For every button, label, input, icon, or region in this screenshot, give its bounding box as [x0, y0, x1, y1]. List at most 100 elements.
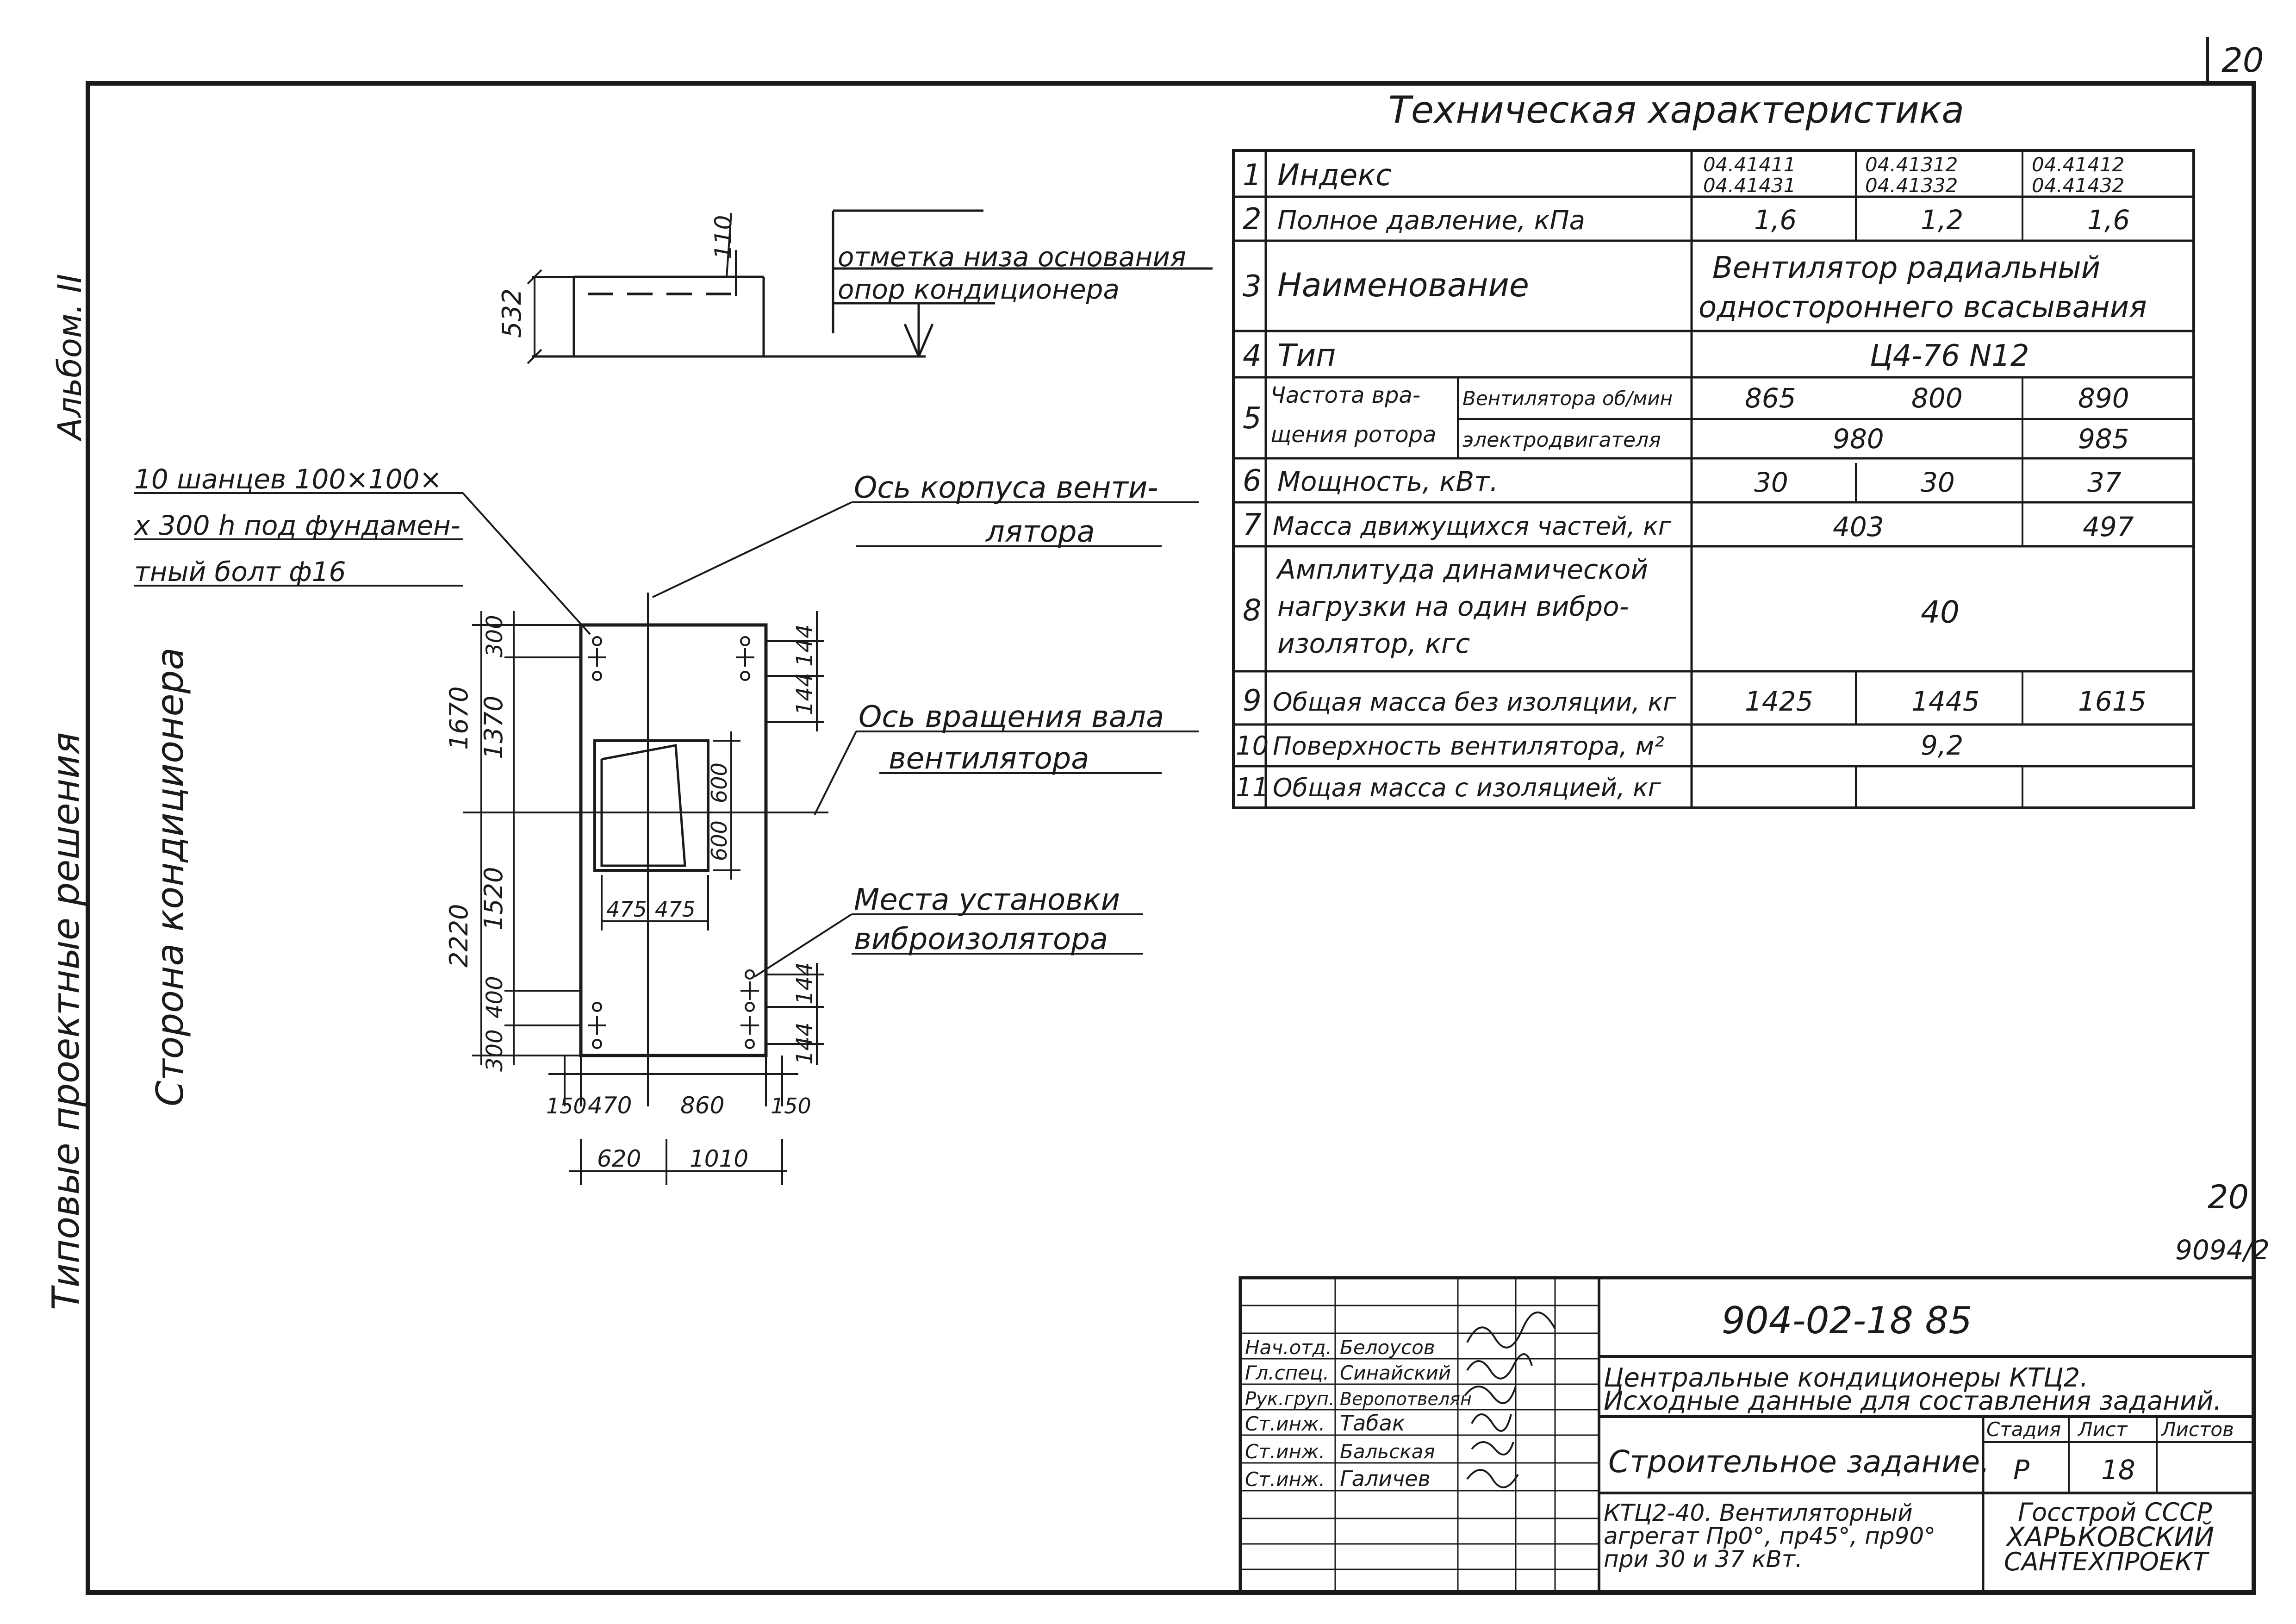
r7-c3: 497 [2083, 511, 2134, 543]
row-label-5: Частота вра-щения ротора [1270, 382, 1437, 448]
row-num-6: 6 [1243, 464, 1262, 498]
dim-600b: 600 [707, 820, 732, 861]
row-num-11: 11 [1236, 773, 1269, 803]
r2-c2: 1,2 [1921, 204, 1963, 236]
row-label-1: Индекс [1277, 158, 1392, 193]
doc-code: 904-02-18 85 [1722, 1299, 1972, 1342]
label-anchors-1: 10 шанцев 100×100× [134, 463, 442, 495]
dim-600a: 600 [707, 762, 732, 803]
org-2: ХАРЬКОВСКИЙ [2005, 1521, 2214, 1553]
dim-144a: 144 [792, 624, 818, 667]
index-2a: 04.41312 [1865, 153, 1958, 176]
label-shaft-axis-2: вентилятора [889, 742, 1089, 776]
dim-400: 400 [482, 976, 508, 1018]
r5-c3: 890 [2078, 382, 2129, 414]
index-1a: 04.41411 [1703, 153, 1796, 176]
page-code: 9094/2 [2175, 1234, 2270, 1266]
page-number: 20 [2208, 1178, 2249, 1216]
title-block: Нач.отд. Белоусов Гл.спец. Синайский Рук… [1238, 1276, 2256, 1594]
desc-3: при 30 и 37 кВт. [1604, 1546, 1803, 1573]
dim-300a: 300 [482, 615, 508, 657]
role-6: Ст.инж. [1245, 1468, 1325, 1491]
desc-2: агрегат Пр0°, пр45°, пр90° [1604, 1523, 1935, 1549]
name-2: Синайский [1340, 1362, 1451, 1384]
elev-mark-label-1: отметка низа основания [838, 241, 1186, 273]
role-2: Гл.спец. [1245, 1362, 1329, 1384]
row-label-4: Тип [1277, 337, 1336, 373]
label-fan-axis-1: Ось корпуса венти- [854, 471, 1158, 505]
dim-144d: 144 [792, 1022, 818, 1065]
name-6: Галичев [1340, 1466, 1431, 1491]
r6-c2: 30 [1921, 467, 1955, 498]
dim-475a: 475 [606, 897, 647, 922]
r5-m12: 980 [1833, 423, 1884, 455]
r5-c3b: 985 [2078, 423, 2129, 455]
r8-merged: 40 [1921, 594, 1960, 630]
doc-title-2: Исходные данные для составления заданий. [1604, 1386, 2221, 1416]
row-num-1: 1 [1243, 158, 1262, 193]
r8-label-l3: изолятор, кгс [1277, 628, 1470, 659]
r2-c3: 1,6 [2087, 204, 2130, 236]
r9-c3: 1615 [2078, 686, 2147, 717]
label-fan-axis-2: лятора [985, 515, 1095, 549]
sheet-number-top: 20 [2221, 41, 2264, 80]
row-label-6: Мощность, кВт. [1277, 466, 1498, 497]
dim-144b: 144 [792, 673, 818, 715]
elev-dim-532: 532 [497, 288, 527, 338]
doc-title-1: Центральные кондиционеры КТЦ2. [1604, 1363, 2088, 1393]
r7-m12: 403 [1833, 511, 1884, 543]
sheet-header: Лист [2077, 1418, 2128, 1441]
role-5: Ст.инж. [1245, 1440, 1325, 1463]
dim-2220: 2220 [444, 904, 473, 968]
r9-c1: 1425 [1745, 686, 1813, 717]
r2-c1: 1,6 [1754, 204, 1797, 236]
callouts: 10 шанцев 100×100× х 300 h под фундамен-… [133, 463, 1199, 978]
row-num-7: 7 [1243, 508, 1262, 542]
dim-1520: 1520 [479, 867, 508, 931]
r5-c2: 800 [1911, 382, 1963, 414]
side-note-album: Альбом. II [51, 274, 89, 442]
index-3b: 04.41432 [2032, 174, 2124, 197]
row-num-3: 3 [1243, 269, 1262, 304]
org-3: САНТЕХПРОЕКТ [2004, 1547, 2209, 1576]
dim-300b: 300 [482, 1029, 508, 1072]
index-3a: 04.41412 [2032, 153, 2124, 176]
r5-sub1: Вентилятора об/мин [1462, 387, 1673, 410]
label-shaft-axis-1: Ось вращения вала [859, 700, 1164, 734]
label-anchors-3: тный болт ф16 [134, 556, 346, 587]
row-num-5: 5 [1243, 401, 1262, 436]
label-vibro-2: виброизолятора [854, 922, 1108, 956]
r9-c2: 1445 [1911, 686, 1980, 717]
sheet-value: 18 [2101, 1454, 2135, 1486]
row-num-9: 9 [1243, 684, 1262, 718]
dim-144c: 144 [792, 962, 818, 1005]
label-anchors-2: х 300 h под фундамен- [133, 510, 460, 541]
r8-label-l1: Амплитуда динамической [1276, 554, 1648, 585]
r5-label-l2: щения ротора [1270, 422, 1437, 448]
r5-c1: 865 [1745, 382, 1796, 414]
row-num-8: 8 [1243, 593, 1262, 628]
doc-subject: Строительное задание. [1608, 1444, 1990, 1480]
elev-dim-110: 110 [710, 215, 737, 259]
r6-c1: 30 [1754, 467, 1788, 498]
outer-frame [86, 81, 2256, 1595]
index-1b: 04.41431 [1703, 174, 1796, 197]
dim-150a: 150 [546, 1093, 587, 1118]
stage-header: Стадия [1986, 1418, 2061, 1441]
role-3: Рук.груп. [1245, 1388, 1335, 1410]
dim-620: 620 [597, 1145, 641, 1172]
r5-label-l1: Частота вра- [1270, 382, 1420, 408]
row-label-2: Полное давление, кПа [1277, 206, 1585, 236]
label-vibro-1: Места установки [854, 883, 1120, 917]
r6-c3: 37 [2087, 467, 2122, 498]
signature-marks [1464, 1312, 1556, 1488]
dim-1010: 1010 [690, 1145, 748, 1172]
r3-line2: одностороннего всасывания [1699, 290, 2147, 325]
r5-sub2: электродвигателя [1462, 428, 1661, 452]
plan-view: 1670 300 1370 2220 1520 400 300 144 144 … [444, 593, 828, 1185]
